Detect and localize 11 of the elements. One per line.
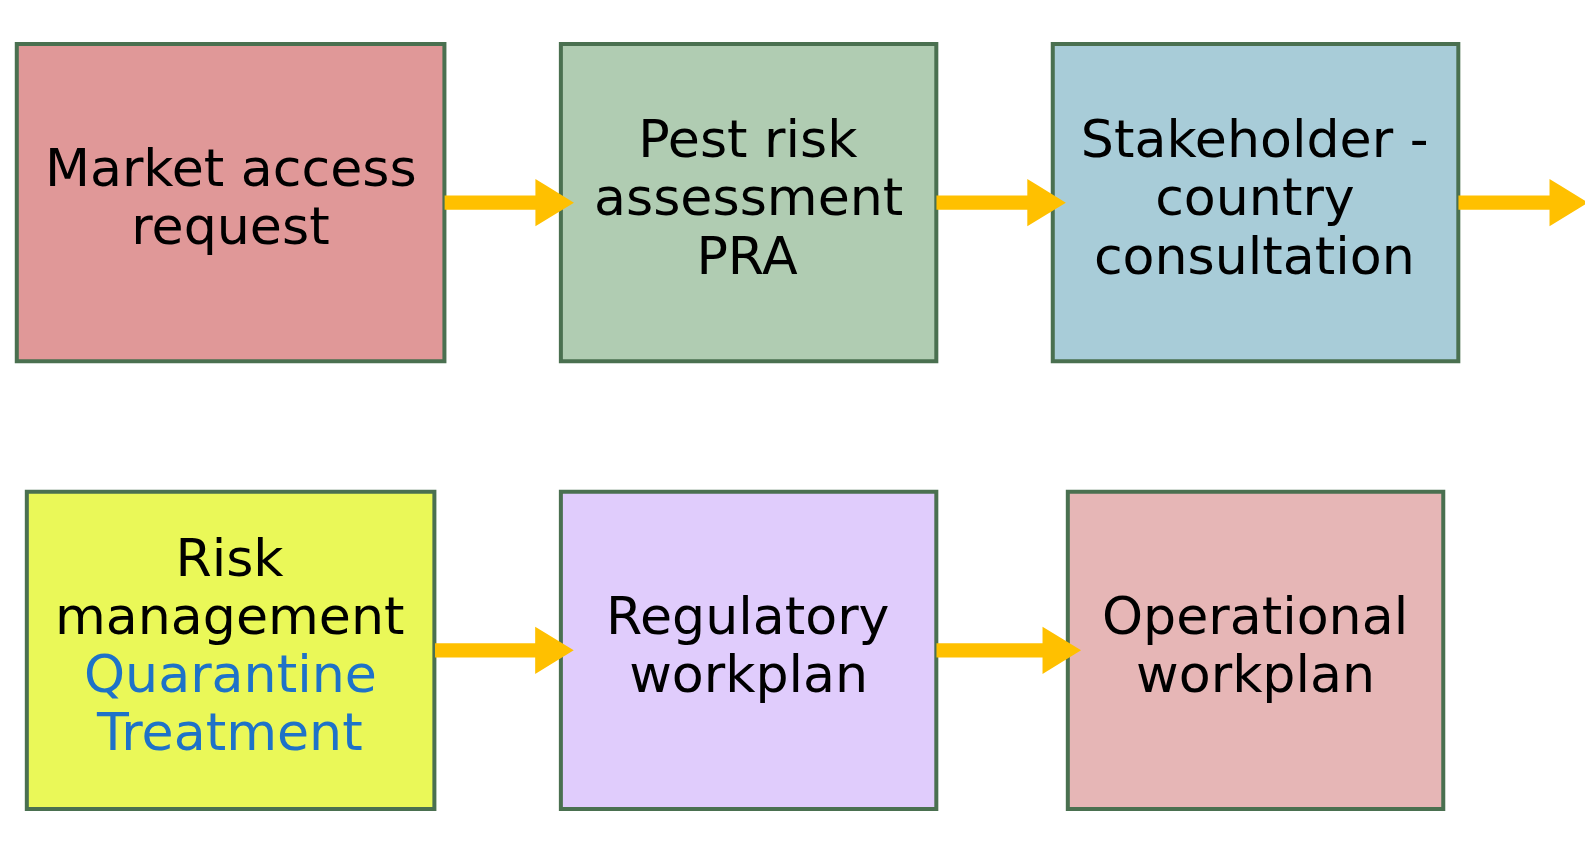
arrow: [936, 178, 1066, 226]
node-box: Pest risk assessment PRA: [558, 41, 939, 363]
node-box: Market access request: [14, 41, 447, 363]
node-box: Regulatory workplan: [558, 489, 939, 811]
node-box: Risk management Quarantine Treatment: [24, 489, 437, 811]
arrow: [435, 626, 574, 674]
arrow: [1458, 178, 1585, 226]
arrow: [936, 626, 1082, 674]
arrow: [444, 178, 574, 226]
node-box: Stakeholder - country consultation: [1050, 41, 1461, 363]
node-box: Operational workplan: [1065, 489, 1446, 811]
